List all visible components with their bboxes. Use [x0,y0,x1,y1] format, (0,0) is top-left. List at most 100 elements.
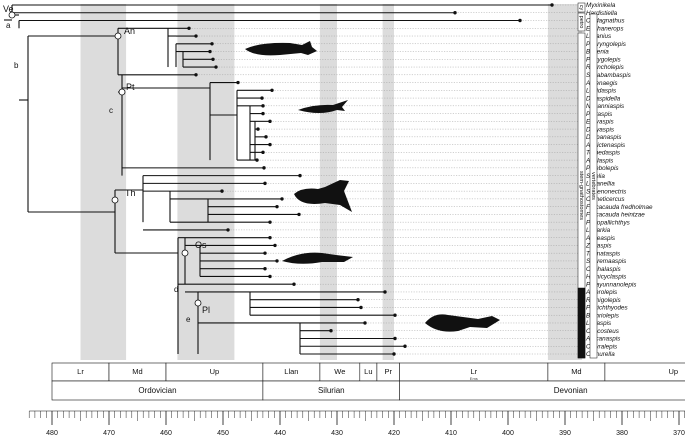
clade-node [8,11,16,19]
taxon-label: Saaremaaspis [586,258,627,265]
tick-label: 430 [331,430,343,437]
stage-label: Llan [284,367,298,376]
taxon-label: Lasanius [586,33,612,40]
time-band [80,4,127,360]
pteraspid-silhouette [298,100,348,113]
group-bracket [589,13,598,359]
stage-label: Lr [77,367,84,376]
taxon-label: Pterygolepis [586,56,622,63]
time-band [177,4,235,360]
clade-node [181,249,189,257]
taxon-label: Sphenonectris [586,188,627,195]
taxon-label: Ateleaspis [585,235,616,242]
fish-silhouettes [245,41,500,332]
group-label-stem_gnathostomes: stem-gnathostomes [578,171,584,220]
tick-label: 440 [274,430,286,437]
clade-node [111,196,119,204]
taxon-label: Arctictenaspis [585,142,626,149]
taxon-label: Cometicercus [586,196,625,203]
tick-label: 470 [103,430,115,437]
taxon-label: Sacabambaspis [586,72,632,79]
taxon-label: Africanaspis [585,336,621,343]
stage-label: Lr [470,367,477,376]
taxon-label: Drepanaspis [586,134,622,141]
taxon-label: Hardistiella [586,10,618,17]
time-band [319,4,337,360]
tick-label: 450 [217,430,229,437]
taxon-label: Doryaspis [586,126,615,133]
tick-label: 420 [388,430,400,437]
clade-label-th: Th [125,188,136,198]
taxon-label: Dinaspidella [586,95,621,102]
period-box [399,380,685,401]
taxon-label: Bothriolepis [586,312,620,319]
taxon-label: Pharyngolepis [586,41,627,48]
overflow-label: Ems [470,376,478,381]
stage-label: Md [132,367,142,376]
group-bracket [577,287,586,359]
taxon-label: Hemicyclaspis [586,274,627,281]
branch-label-e: e [186,315,191,324]
clade-node [114,32,122,40]
taxon-label: Torpedaspis [586,150,621,157]
group-label-jawed: jawed [578,315,584,331]
taxon-label: Athenaegis [585,80,618,87]
thelodont-silhouette [294,180,352,212]
taxon-label: Loganellia [586,181,615,188]
time-band [547,4,583,360]
branch-label-a: a [6,21,11,30]
taxon-label: Euphanerops [586,25,624,32]
taxon-label: Coccosteus [586,328,620,335]
tick-label: 370 [673,430,685,437]
group-label-cy: cy [578,5,584,11]
stage-label: Pr [385,367,393,376]
taxon-label: Pezopallichthys [586,219,631,226]
tick-label: 400 [502,430,514,437]
stage-label: Md [571,367,581,376]
clade-node [194,299,202,307]
taxon-label: Anglaspis [585,157,614,164]
branch-label-c: c [109,106,113,115]
taxon-label: Lunaspis [586,320,612,327]
clade-label-os: Os [195,240,207,250]
clade-label-an: An [124,26,135,36]
taxon-label: Ctenurella [586,351,615,358]
stage-label: Up [210,367,220,376]
clade-label-pt: Pt [126,82,135,92]
osteostracan-silhouette [282,252,353,264]
taxon-label: Birkenia [586,49,609,56]
anaspid-silhouette [245,41,317,56]
taxon-label: Furcacauda heintzae [586,212,645,219]
taxon-label: Remigolepis [586,297,621,304]
branch-label-b: b [14,61,19,70]
clade-label-ve: Ve [3,4,14,14]
stage-label: Lu [364,367,372,376]
tree-branches [4,3,554,356]
tick-label: 380 [616,430,628,437]
taxon-label: Phlebolepis [586,165,619,172]
taxon-label: Parayunnanolepis [586,281,637,288]
geologic-timescale: LrMdUpLlanWeLuPrLrMdUpMiPeEmsOrdovicianS… [28,362,685,437]
taxon-label: Lanarkia [586,227,611,234]
taxon-label: Asterolepis [585,289,618,296]
period-label: Silurian [318,386,345,395]
tick-label: 480 [46,430,58,437]
clade-label-pl: Pl [202,305,210,315]
group-bracket [577,12,586,32]
taxon-label: Cowralepis [586,343,618,350]
stage-label: Up [669,367,679,376]
period-label: Ordovician [138,386,176,395]
taxon-labels: MyxinikelaHardistiellaClydagnathusEuphan… [585,2,653,358]
taxon-label: Nahanniaspis [586,103,625,110]
taxon-label: Lepidaspis [586,88,617,95]
period-label: Devonian [554,386,588,395]
tick-label: 460 [160,430,172,437]
taxon-label: Zenaspis [585,243,612,250]
branch-label-d: d [174,285,178,294]
stage-label: We [334,367,345,376]
taxon-label: Clydagnathus [586,18,625,25]
taxon-label: Tremataspis [586,250,621,257]
